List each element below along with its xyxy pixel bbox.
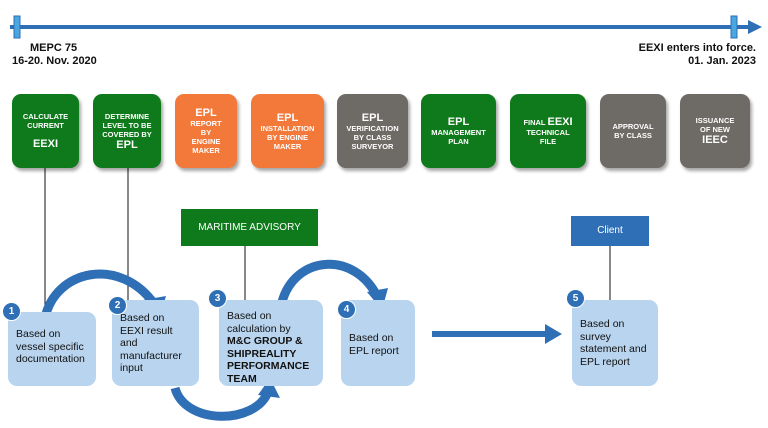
process-5-line-2: survey (580, 330, 611, 343)
process-box-2: Based on EEXI result and manufacturer in… (112, 300, 199, 386)
step-determine-level: DETERMINE LEVEL TO BE COVERED BY EPL (93, 94, 161, 168)
step-3-text-3: ENGINE (191, 137, 221, 146)
process-3-line-1: Based on (227, 310, 272, 322)
step-approval-by-class: APPROVAL BY CLASS (600, 94, 666, 168)
process-1-line-1: Based on (16, 328, 61, 340)
step-2-text-2: LEVEL TO BE (102, 120, 152, 130)
step-number-1: 1 (2, 302, 21, 321)
step-7-text-2: FILE (539, 137, 557, 146)
process-2-line-1: Based on (120, 312, 165, 324)
timeline-end-date: 01. Jan. 2023 (688, 55, 756, 67)
timeline-end-label: EEXI enters into force. 01. Jan. 2023 (639, 42, 756, 68)
process-box-3: Based on calculation by M&C GROUP & SHIP… (219, 300, 323, 386)
step-3-text-1: REPORT (190, 119, 222, 128)
process-box-5: Based on survey statement and EPL report (572, 300, 658, 386)
process-2-line-2: EEXI result (120, 324, 173, 337)
step-final-eexi-file: FINAL EEXI TECHNICAL FILE (510, 94, 586, 168)
step-2-text-3: COVERED BY (102, 129, 152, 139)
step-7-heading: FINAL EEXI (523, 116, 572, 128)
step-epl-management-plan: EPL MANAGEMENT PLAN (421, 94, 496, 168)
process-3-line-5: PERFORMANCE (227, 360, 310, 372)
step-4-text-2: BY ENGINE (266, 132, 309, 142)
step-number-3: 3 (208, 289, 227, 308)
step-5-text-3: SURVEYOR (351, 141, 394, 151)
process-4-line-1: Based on (349, 332, 394, 344)
process-3-line-3: M&C GROUP & (227, 335, 303, 347)
step-epl-report: EPL REPORT BY ENGINE MAKER (175, 94, 237, 168)
process-5-line-1: Based on (580, 318, 625, 330)
process-5-line-4: EPL report (580, 355, 630, 368)
step-5-text-1: VERIFICATION (346, 123, 399, 133)
step-epl-installation: EPL INSTALLATION BY ENGINE MAKER (251, 94, 324, 168)
process-1-line-3: documentation (16, 353, 85, 365)
step-number-2: 2 (108, 296, 127, 315)
step-2-text-1: DETERMINE (104, 111, 150, 121)
step-6-title: EPL (447, 116, 470, 128)
step-number-5: 5 (566, 289, 585, 308)
step-9-title: IEEC (702, 134, 728, 146)
timeline-end-event: EEXI enters into force. (638, 42, 756, 54)
step-7-text-1: TECHNICAL (526, 128, 570, 137)
step-9-text-1: ISSUANCE (695, 116, 735, 125)
step-issuance-ieec: ISSUANCE OF NEW IEEC (680, 94, 750, 168)
client-tag: Client (571, 216, 649, 246)
process-3-line-4: SHIPREALITY (227, 347, 297, 360)
process-2-line-5: input (120, 362, 143, 374)
timeline-arrow (10, 15, 762, 39)
timeline-start-label: MEPC 75 16-20. Nov. 2020 (12, 42, 97, 68)
step-epl-verification: EPL VERIFICATION BY CLASS SURVEYOR (337, 94, 408, 168)
step-5-text-2: BY CLASS (353, 132, 392, 142)
step-8-text-1: APPROVAL (612, 122, 654, 131)
step-3-text-2: BY (200, 128, 212, 137)
timeline-start-event: MEPC 75 (30, 42, 78, 54)
step-6-text-2: PLAN (448, 137, 469, 146)
step-4-text-1: INSTALLATION (260, 123, 315, 133)
step-3-text-4: MAKER (192, 146, 220, 155)
step-3-title: EPL (195, 107, 217, 119)
process-4-line-2: EPL report (349, 344, 399, 357)
step-8-text-2: BY CLASS (614, 131, 652, 140)
step-4-text-3: MAKER (273, 141, 302, 151)
step-1-text-2: CURRENT (27, 121, 64, 130)
step-4-title: EPL (276, 111, 299, 124)
step-7-title: EEXI (547, 116, 573, 128)
step-7-prefix: FINAL (523, 118, 546, 127)
process-box-1: Based on vessel specific documentation (8, 312, 96, 386)
maritime-advisory-tag: MARITIME ADVISORY (181, 209, 318, 246)
step-1-text-1: CALCULATE (22, 112, 69, 121)
step-2-title: EPL (116, 138, 138, 151)
process-2-line-3: and (120, 337, 138, 349)
step-9-text-2: OF NEW (700, 125, 730, 134)
step-calculate-eexi: CALCULATE CURRENT EEXI (12, 94, 79, 168)
process-3-line-6: TEAM (227, 372, 257, 385)
process-3-line-2: calculation by (227, 322, 291, 335)
process-2-line-4: manufacturer (120, 349, 182, 362)
step-5-title: EPL (361, 111, 384, 124)
step-1-title: EEXI (32, 138, 59, 150)
timeline-start-date: 16-20. Nov. 2020 (12, 55, 97, 67)
step-number-4: 4 (337, 300, 356, 319)
process-1-line-2: vessel specific (16, 340, 84, 353)
process-5-line-3: statement and (580, 343, 647, 355)
step-6-text-1: MANAGEMENT (431, 128, 486, 137)
